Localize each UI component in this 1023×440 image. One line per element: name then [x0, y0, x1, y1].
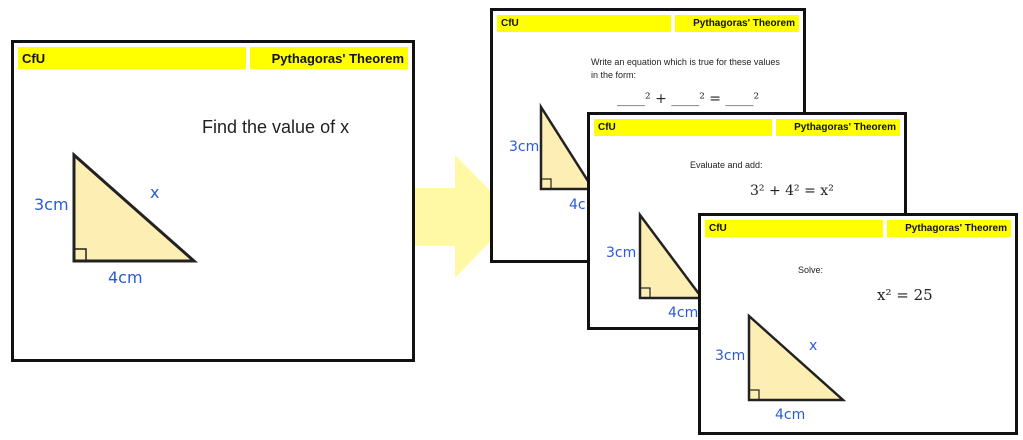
- header-title: Pythagoras' Theorem: [250, 47, 408, 69]
- side-b-label: 4cm: [108, 268, 143, 287]
- triangle: [747, 313, 847, 402]
- header-title: Pythagoras' Theorem: [675, 15, 799, 32]
- slide-header: CfU Pythagoras' Theorem: [705, 220, 1011, 237]
- slide-solve: CfU Pythagoras' Theorem Solve: x² = 25 3…: [698, 213, 1018, 435]
- slide-find-x: CfU Pythagoras' Theorem Find the value o…: [11, 40, 415, 362]
- side-b-label: 4cm: [775, 407, 806, 423]
- header-cfu: CfU: [705, 220, 883, 237]
- triangle: [638, 211, 705, 300]
- instruction-line-1: Write an equation which is true for thes…: [591, 57, 780, 67]
- equation: ____² + ____² = ____²: [617, 91, 760, 107]
- slide-header: CfU Pythagoras' Theorem: [18, 47, 408, 69]
- prompt-text: Find the value of x: [202, 117, 349, 138]
- side-a-label: 3cm: [34, 195, 69, 214]
- hyp-label: x: [150, 183, 160, 202]
- side-a-label: 3cm: [606, 245, 637, 261]
- triangle: [72, 151, 198, 263]
- slide-header: CfU Pythagoras' Theorem: [594, 119, 900, 136]
- equation: x² = 25: [877, 286, 933, 304]
- side-b-label: 4cm: [668, 305, 699, 321]
- equation: 3² + 4² = x²: [750, 183, 834, 199]
- side-a-label: 3cm: [509, 139, 540, 155]
- instruction-line-2: in the form:: [591, 70, 637, 80]
- header-title: Pythagoras' Theorem: [776, 119, 900, 136]
- side-b-label: 4c: [569, 197, 586, 213]
- instruction: Solve:: [798, 265, 824, 275]
- header-cfu: CfU: [18, 47, 246, 69]
- side-a-label: 3cm: [715, 348, 746, 364]
- prompt-label: Find the value of x: [202, 117, 350, 137]
- triangle: [539, 102, 596, 191]
- slide-header: CfU Pythagoras' Theorem: [497, 15, 799, 32]
- header-cfu: CfU: [594, 119, 772, 136]
- hyp-label: x: [809, 338, 818, 354]
- header-title: Pythagoras' Theorem: [887, 220, 1011, 237]
- header-cfu: CfU: [497, 15, 671, 32]
- instruction: Evaluate and add:: [690, 160, 763, 170]
